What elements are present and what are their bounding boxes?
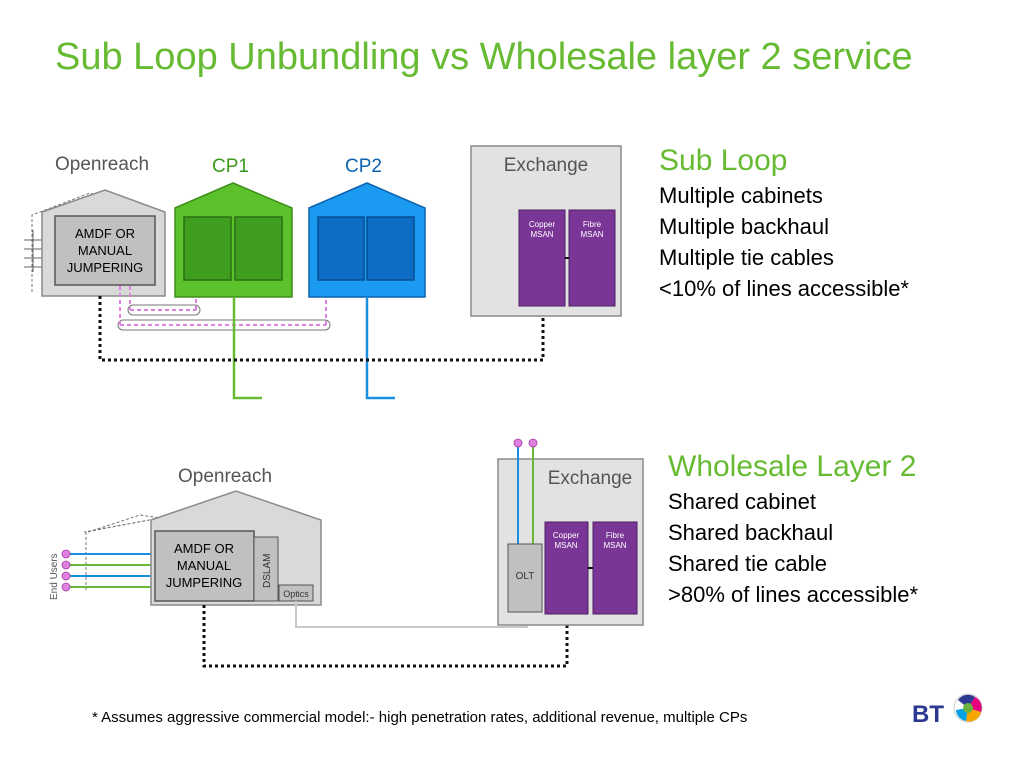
tie-cable-cp1 <box>127 304 201 316</box>
cp1-panel-left <box>183 216 232 281</box>
bottom-amdf-box <box>154 530 255 602</box>
optics-label: Optics <box>283 589 309 599</box>
top-amdf-line-3: JUMPERING <box>67 260 144 275</box>
olt-box <box>507 543 543 613</box>
top-amdf-box <box>54 215 156 286</box>
top-openreach-label: Openreach <box>55 154 149 175</box>
sub-loop-line-2: Multiple backhaul <box>659 214 829 239</box>
wholesale-layer2-panel: Wholesale Layer 2 Shared cabinet Shared … <box>668 450 918 610</box>
cp1-panel-right <box>234 216 283 281</box>
bottom-copper-msan <box>544 521 589 615</box>
optics-to-olt-fibre <box>295 601 528 628</box>
sub-loop-line-1: Multiple cabinets <box>659 183 823 208</box>
sub-loop-panel: Sub Loop Multiple cabinets Multiple back… <box>659 144 909 304</box>
bottom-copper-msan-line-2: MSAN <box>554 541 577 550</box>
bottom-fibre-msan-line-1: Fibre <box>606 531 625 540</box>
sub-loop-line-4: <10% of lines accessible* <box>659 276 910 301</box>
sub-loop-heading: Sub Loop <box>659 144 788 177</box>
bottom-copper-msan-line-1: Copper <box>553 531 580 540</box>
top-fibre-msan-line-1: Fibre <box>583 220 602 229</box>
top-copper-msan-line-2: MSAN <box>530 230 553 239</box>
sub-loop-line-3: Multiple tie cables <box>659 245 834 270</box>
bottom-fibre-msan-line-2: MSAN <box>603 541 626 550</box>
bt-piper-globe-icon <box>953 693 983 723</box>
cp1-backhaul-line <box>232 297 262 400</box>
bottom-amdf-line-1: AMDF OR <box>174 541 234 556</box>
end-users-label: End Users <box>49 553 60 600</box>
bottom-openreach-dashed-outline <box>83 517 161 590</box>
dslam-label: DSLAM <box>262 554 273 588</box>
olt-label: OLT <box>516 571 535 582</box>
olt-uplink-endpoint-1 <box>513 438 523 448</box>
top-diagram: Openreach CP1 CP2 AMDF OR MANUAL JUMPERI… <box>24 145 622 400</box>
top-pink-jumpers <box>119 286 327 326</box>
bottom-exchange-label: Exchange <box>548 468 633 489</box>
bottom-amdf-line-2: MANUAL <box>177 558 231 573</box>
top-exchange-label: Exchange <box>504 155 589 176</box>
top-amdf-line-2: MANUAL <box>78 243 132 258</box>
cp2-panel-right <box>366 216 415 281</box>
bt-logo: BT <box>912 693 983 728</box>
cp2-label: CP2 <box>345 156 382 177</box>
bottom-openreach-backhaul <box>202 605 569 668</box>
wholesale-heading: Wholesale Layer 2 <box>668 450 917 483</box>
cp2-panel-left <box>317 216 365 281</box>
tie-cable-cp2 <box>117 319 331 331</box>
wholesale-line-1: Shared cabinet <box>668 489 816 514</box>
dslam-box <box>253 536 279 602</box>
top-fibre-msan <box>568 209 616 307</box>
bt-logo-text: BT <box>912 701 944 728</box>
bottom-amdf-line-3: JUMPERING <box>166 575 243 590</box>
top-openreach-backhaul <box>98 296 545 362</box>
top-amdf-line-1: AMDF OR <box>75 226 135 241</box>
page-title: Sub Loop Unbundling vs Wholesale layer 2… <box>55 36 913 78</box>
wholesale-line-3: Shared tie cable <box>668 551 827 576</box>
end-user-lines <box>61 549 155 592</box>
wholesale-line-2: Shared backhaul <box>668 520 834 545</box>
top-copper-msan-line-1: Copper <box>529 220 556 229</box>
top-fibre-msan-line-2: MSAN <box>580 230 603 239</box>
footnote: * Assumes aggressive commercial model:- … <box>92 709 748 726</box>
cp1-label: CP1 <box>212 156 249 177</box>
cp2-backhaul-line <box>365 297 395 400</box>
bottom-fibre-msan <box>592 521 638 615</box>
olt-uplink-endpoint-2 <box>528 438 538 448</box>
top-copper-msan <box>518 209 566 307</box>
bottom-openreach-label: Openreach <box>178 466 272 487</box>
wholesale-line-4: >80% of lines accessible* <box>668 582 919 607</box>
bottom-diagram: Openreach End Users AMDF OR MANUAL JUMPE… <box>49 438 644 668</box>
